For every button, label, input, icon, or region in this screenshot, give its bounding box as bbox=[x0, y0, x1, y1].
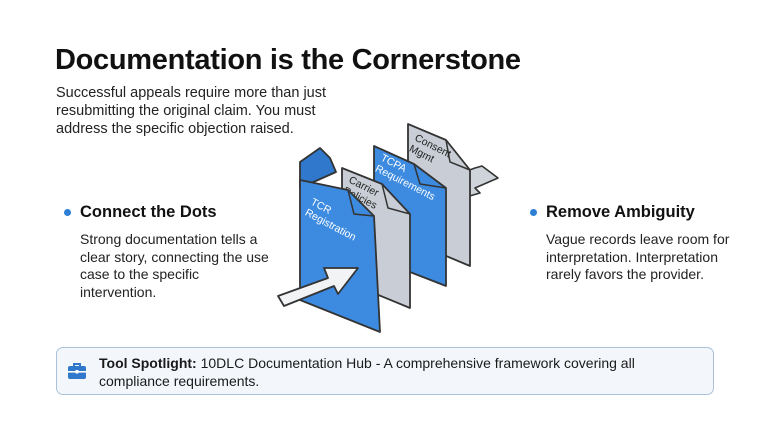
intro-text: Successful appeals require more than jus… bbox=[56, 85, 327, 137]
spotlight-description: 10DLC Documentation Hub - A comprehensiv… bbox=[99, 355, 635, 389]
bullet-dot-icon bbox=[64, 209, 71, 216]
bullet-dot-icon bbox=[530, 209, 537, 216]
point-body: Strong documentation tells a clear story… bbox=[80, 231, 269, 300]
point-remove-ambiguity: Remove Ambiguity Vague records leave roo… bbox=[530, 203, 730, 284]
point-heading: Connect the Dots bbox=[80, 203, 217, 221]
point-heading: Remove Ambiguity bbox=[546, 203, 695, 221]
point-body: Vague records leave room for interpretat… bbox=[546, 231, 730, 282]
arrow-in-icon bbox=[277, 267, 359, 307]
spotlight-text: Tool Spotlight: 10DLC Documentation Hub … bbox=[99, 354, 699, 390]
briefcase-icon bbox=[68, 363, 86, 379]
page-title: Documentation is the Cornerstone bbox=[55, 44, 521, 76]
spotlight-label: Tool Spotlight: bbox=[99, 355, 197, 371]
tool-spotlight-callout: Tool Spotlight: 10DLC Documentation Hub … bbox=[56, 347, 714, 395]
point-connect-the-dots: Connect the Dots Strong documentation te… bbox=[64, 203, 274, 301]
folder-tcr-registration: TCR Registration bbox=[299, 147, 381, 333]
document-folders-illustration: Consent Mgmt TCPA Requirements Carrier P… bbox=[277, 123, 499, 333]
